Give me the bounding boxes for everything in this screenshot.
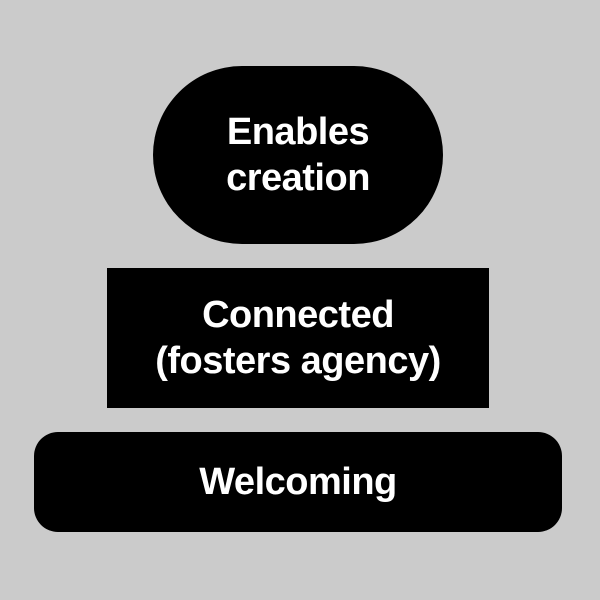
tier-top-label: Enables creation <box>226 111 370 199</box>
tier-middle-label: Connected (fosters agency) <box>155 294 441 382</box>
tier-middle-box: Connected (fosters agency) <box>107 268 489 408</box>
tier-top-pill: Enables creation <box>153 66 443 244</box>
tier-bottom-bar: Welcoming <box>34 432 562 532</box>
tier-bottom-label: Welcoming <box>199 461 397 503</box>
